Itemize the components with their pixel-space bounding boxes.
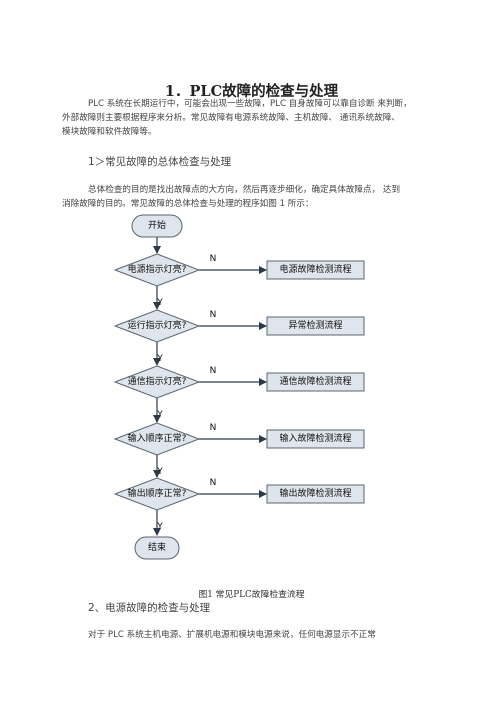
process-label: 电源故障检测流程 — [279, 263, 351, 275]
section-1-line-2: 消除故障的目的。常见故障的总体检查与处理的程序如图 1 所示： — [62, 199, 314, 209]
intro-line-1: PLC 系统在长期运行中，可能会出现一些故障，PLC 自身故障可以靠自诊断 来判… — [88, 99, 412, 109]
yes-label: Y — [156, 298, 163, 308]
intro-line-2: 外部故障则主要根据程序来分析。常见故障有电源系统故障、主机故障、 通讯系统故障、 — [62, 113, 400, 123]
section-1-title: 1＞常见故障的总体检查与处理 — [88, 156, 232, 168]
no-label: N — [210, 254, 217, 264]
decision-label: 运行指示灯亮? — [128, 319, 187, 331]
process-box — [266, 484, 365, 504]
process-box — [266, 316, 365, 336]
process-box — [266, 429, 365, 449]
heading-number: 1． — [164, 83, 190, 100]
start-label: 开始 — [148, 219, 166, 231]
process-label: 输入故障检测流程 — [279, 432, 351, 444]
process-label: 异常检测流程 — [288, 319, 342, 331]
page-heading: 1．PLC故障的检查与处理 — [0, 80, 503, 101]
process-label: 输出故障检测流程 — [279, 487, 351, 499]
process-label: 通信故障检测流程 — [279, 375, 351, 387]
section-2-title: 2、电源故障的检查与处理 — [88, 602, 211, 614]
yes-label: Y — [156, 354, 163, 364]
process-box — [266, 372, 365, 392]
no-label: N — [210, 310, 217, 320]
figure-caption: 图1 常见PLC故障检查流程 — [198, 590, 305, 600]
heading-title: PLC故障的检查与处理 — [189, 83, 339, 100]
yes-label: Y — [156, 467, 163, 477]
decision-label: 通信指示灯亮? — [128, 375, 187, 387]
yes-label: Y — [156, 410, 163, 420]
decision-label: 输入顺序正常? — [128, 432, 187, 444]
intro-line-3: 模块故障和软件故障等。 — [62, 127, 157, 137]
no-label: N — [210, 478, 217, 488]
section-1-line-1: 总体检查的目的是找出故障点的大方向，然后再逐步细化，确定具体故障点， 达到 — [88, 185, 401, 195]
end-terminal — [134, 536, 180, 560]
no-label: N — [210, 366, 217, 376]
decision-label: 电源指示灯亮? — [128, 263, 187, 275]
section-2-line-1: 对于 PLC 系统主机电源、扩展机电源和模块电源来说，任何电源显示不正常 — [88, 630, 376, 640]
process-box — [266, 260, 365, 280]
end-label: 结束 — [148, 541, 166, 553]
yes-label: Y — [156, 522, 163, 532]
decision-label: 输出顺序正常? — [128, 487, 187, 499]
no-label: N — [210, 423, 217, 433]
